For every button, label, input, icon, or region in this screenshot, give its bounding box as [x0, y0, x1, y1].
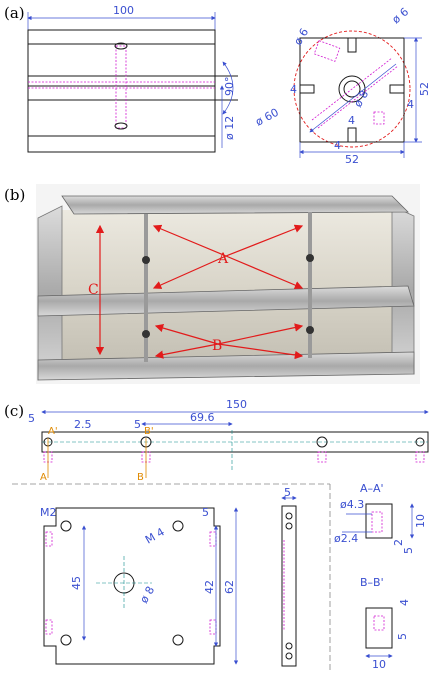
- label-c: C: [88, 282, 99, 298]
- thread-small: M2: [40, 506, 57, 519]
- section-b-top: B': [144, 426, 154, 437]
- label-b: B: [212, 338, 222, 354]
- slot-width-left: 4: [290, 83, 297, 96]
- section-aa-dia-b: ø2.4: [334, 532, 358, 545]
- rail-center-dimension: 69.6: [190, 411, 215, 424]
- rail-hole-offset: 2.5: [74, 418, 92, 431]
- cylinder-end-view: ø 60 ø 8 52 52 ø 6 ø 6 4 4 4 4: [253, 5, 431, 166]
- section-aa-title: A–A': [360, 482, 384, 495]
- slot-width-inner: 4: [348, 114, 355, 127]
- panel-label-b: (b): [4, 186, 25, 204]
- panel-label-c: (c): [4, 402, 24, 420]
- length-dimension: 100: [113, 4, 134, 17]
- axial-bore: [115, 45, 127, 129]
- height-dimension: 52: [418, 82, 431, 96]
- hole-diameter-dimension: ø 8: [351, 88, 371, 109]
- section-aa-dim-5: 5: [402, 547, 415, 554]
- side-bar-drawing: 5: [281, 486, 297, 667]
- slot-width-bottom: 4: [334, 139, 341, 152]
- top-port: [114, 42, 128, 50]
- height-outer: 62: [223, 580, 236, 594]
- left-end-plate: [37, 205, 63, 381]
- port-diameter-b: ø 6: [390, 5, 412, 26]
- plate-hole-diameter: ø 8: [137, 584, 157, 605]
- height-inner: 42: [203, 580, 216, 594]
- rail-end-offset: 5: [28, 412, 35, 425]
- label-a: A: [217, 251, 229, 267]
- section-aa-dim-10: 10: [414, 514, 427, 528]
- section-b-bottom: B: [137, 472, 144, 483]
- end-plate-drawing: M2 M 4 ø 8 45 42 62 5: [40, 506, 239, 665]
- rail-hole-offset-b: 5: [134, 418, 141, 431]
- angle-arc: [222, 61, 234, 115]
- section-a-bottom: A: [40, 472, 47, 483]
- rail-drawing: 150 69.6 5 2.5 5 A' B' A B: [28, 398, 429, 483]
- section-bb-dim-4: 4: [398, 599, 411, 606]
- bottom-port: [114, 122, 128, 130]
- bore-dimension: ø 12: [223, 116, 236, 140]
- translucent-tube: [62, 210, 392, 362]
- middle-rail: [37, 285, 415, 317]
- panel-label-a: (a): [4, 4, 25, 22]
- rail-length-dimension: 150: [226, 398, 247, 411]
- section-bb-title: B–B': [360, 576, 384, 589]
- section-a-top: A': [48, 426, 58, 437]
- section-bb-drawing: B–B' 4 5 10: [360, 576, 411, 671]
- thread-large: M 4: [143, 525, 167, 546]
- cylinder-side-view: 100 90° ø 12: [27, 4, 238, 153]
- arc-diameter-dimension: ø 60: [253, 106, 281, 129]
- outer-arc-circle: [293, 30, 411, 148]
- section-bb-dim-10: 10: [372, 658, 386, 671]
- cylinder-body: [27, 29, 216, 153]
- section-bb-dim-5: 5: [396, 633, 409, 640]
- slot-width-right: 4: [407, 98, 414, 111]
- section-aa-drawing: A–A' ø4.3 ø2.4 10 2 5: [334, 482, 427, 554]
- width-dimension: 52: [345, 153, 359, 166]
- width-inner: 45: [70, 576, 83, 590]
- plate-corner: 5: [202, 506, 209, 519]
- top-rail: [61, 195, 409, 215]
- side-bar-width: 5: [284, 486, 291, 499]
- center-hole-inner: [343, 80, 361, 98]
- angle-dimension: 90°: [223, 77, 236, 97]
- section-aa-dia-a: ø4.3: [340, 498, 364, 511]
- port-diameter-a: ø 6: [291, 26, 311, 47]
- assembly-photo: A B C: [36, 184, 420, 384]
- section-aa-dim-2: 2: [392, 539, 405, 546]
- side-bar-body: [281, 505, 297, 667]
